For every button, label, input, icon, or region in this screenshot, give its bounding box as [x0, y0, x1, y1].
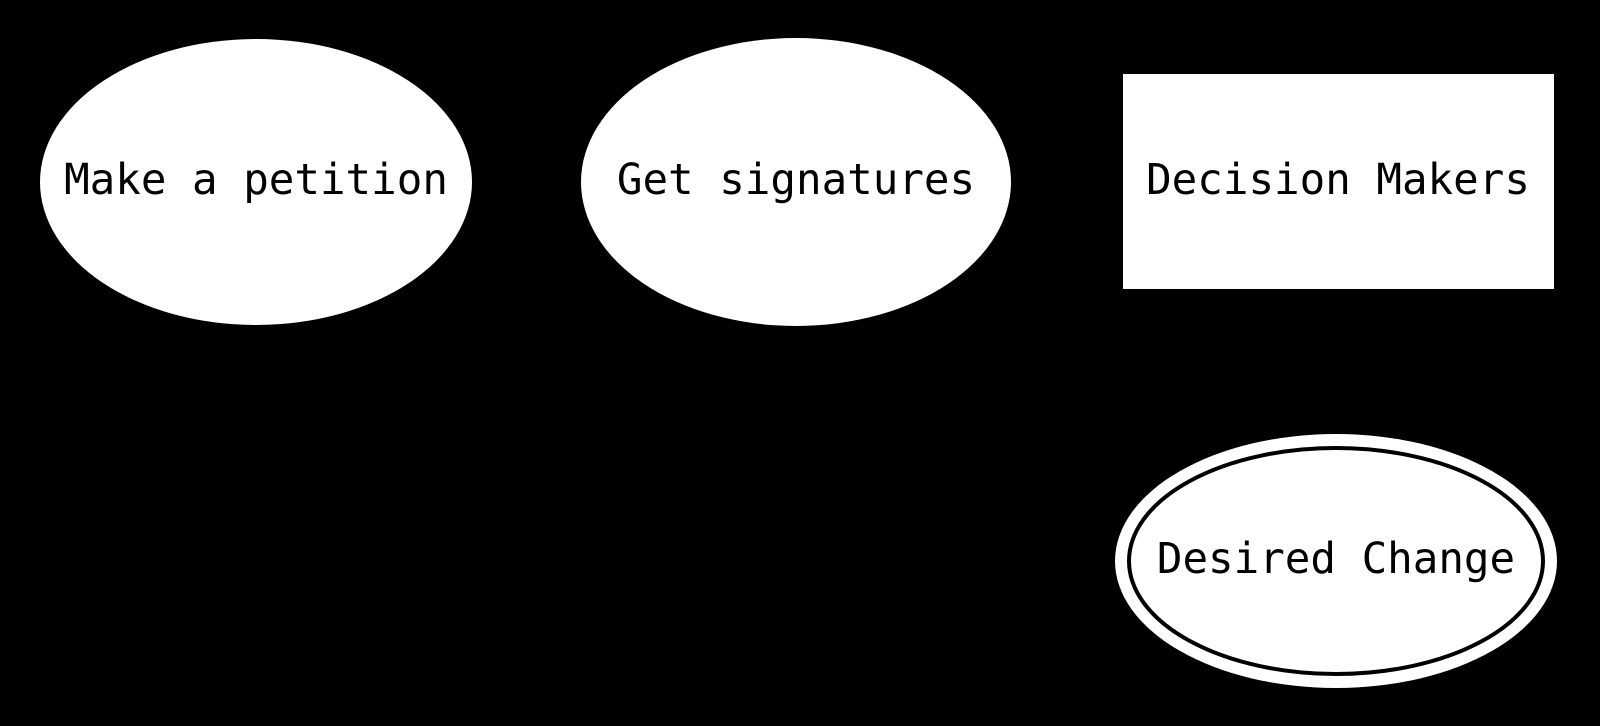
get-signatures-ellipse — [581, 38, 1011, 326]
decision-makers-label: Decision Makers — [1146, 156, 1530, 205]
make-a-petition-label: Make a petition — [64, 156, 448, 205]
decision-makers-rectangle — [1123, 74, 1554, 289]
desired-change-label: Desired Change — [1157, 535, 1515, 584]
node-decision-makers: Decision Makers — [1123, 74, 1554, 289]
desired-change-inner-ellipse — [1127, 446, 1545, 676]
node-desired-change: Desired Change — [1115, 434, 1557, 688]
node-make-a-petition: Make a petition — [40, 39, 472, 325]
node-get-signatures: Get signatures — [581, 38, 1011, 326]
make-a-petition-ellipse — [40, 39, 472, 325]
get-signatures-label: Get signatures — [617, 156, 975, 205]
